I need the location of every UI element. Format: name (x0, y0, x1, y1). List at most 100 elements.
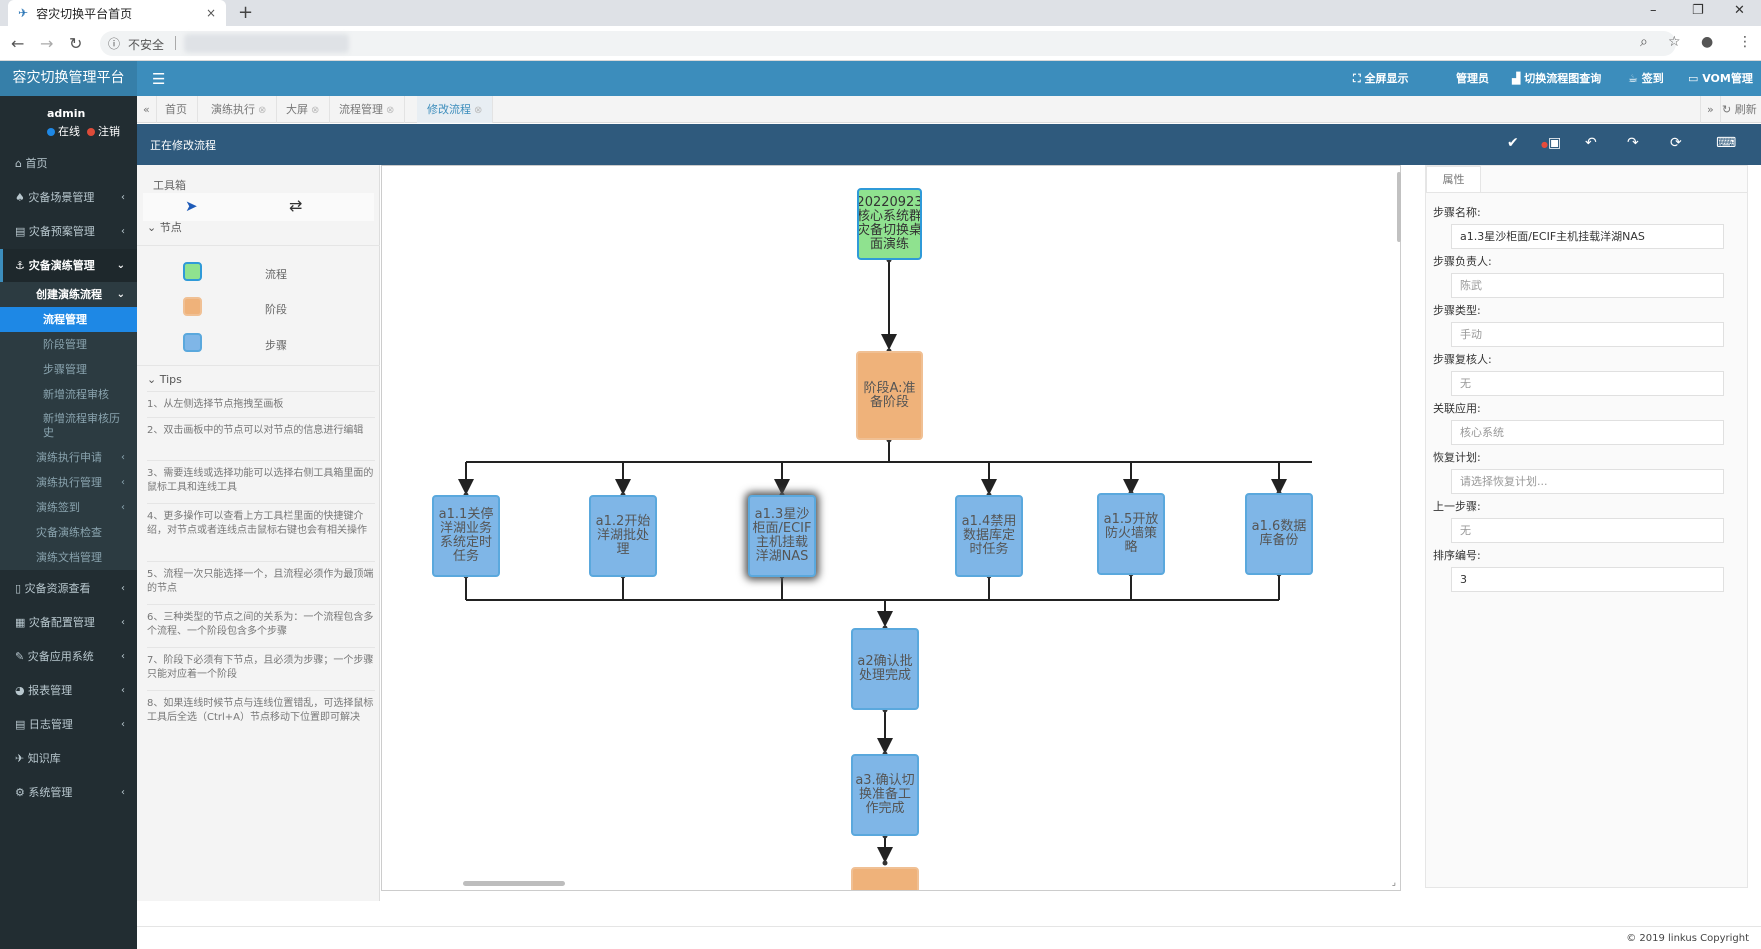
tips-section-header[interactable]: ⌄ Tips (147, 373, 182, 386)
refresh-canvas-icon[interactable]: ⟳ (1670, 135, 1682, 151)
step-name-input[interactable]: a1.3星沙柜面/ECIF主机挂载洋湖NAS (1451, 224, 1724, 249)
new-tab-button[interactable]: + (238, 2, 254, 23)
sidebar-sub-review-history[interactable]: 新增流程审核历史 (0, 407, 137, 445)
tabs-scroll-right-icon[interactable]: » (1700, 96, 1721, 123)
tab-properties[interactable]: 属性 (1426, 166, 1481, 192)
step-node-a1-5[interactable]: a1.5开放防火墙策略 (1097, 493, 1165, 575)
step-node-swatch[interactable] (183, 333, 202, 352)
step-reviewer-input[interactable]: 无 (1451, 371, 1724, 396)
step-node-a1-4[interactable]: a1.4禁用数据库定时任务 (955, 495, 1023, 577)
tabs-scroll-left-icon[interactable]: « (137, 96, 157, 123)
sidebar-sub-create-flow[interactable]: 创建演练流程⌄ (0, 282, 137, 307)
tab-drill-exec[interactable]: 演练执行⊗ (201, 96, 278, 123)
sidebar-sub-step-manage[interactable]: 步骤管理 (0, 357, 137, 382)
app-logo[interactable]: 容灾切换管理平台 (0, 61, 137, 96)
back-icon[interactable]: ← (11, 34, 25, 53)
step-node-a1-6[interactable]: a1.6数据库备份 (1245, 493, 1313, 575)
sidebar-item-report[interactable]: ◕ 报表管理‹ (15, 684, 125, 697)
zoom-icon[interactable]: ⌕ (1640, 34, 1648, 50)
step-node-a2[interactable]: a2确认批处理完成 (851, 628, 919, 710)
sidebar-sub-stage-manage[interactable]: 阶段管理 (0, 332, 137, 357)
canvas-horizontal-scrollbar[interactable] (463, 881, 565, 886)
linked-app-input[interactable]: 核心系统 (1451, 420, 1724, 445)
tab-flow-manage[interactable]: 流程管理⊗ (329, 96, 406, 123)
site-favicon-icon: ✈ (18, 6, 29, 20)
sidebar-sub-new-flow-review[interactable]: 新增流程审核 (0, 382, 137, 407)
user-panel: admin 在线 注销 (0, 96, 137, 144)
flowchart-query-menu[interactable]: ▟ 切换流程图查询 (1512, 72, 1602, 85)
close-tab-icon[interactable]: × (205, 6, 216, 20)
sidebar-item-plan[interactable]: ▤ 灾备预案管理‹ (15, 225, 125, 238)
flow-canvas[interactable]: 20220923核心系统群灾备切换桌面演练 阶段A:准备阶段 a1.1关停洋湖业… (381, 165, 1401, 891)
keyboard-shortcuts-icon[interactable]: ⌨ (1716, 135, 1737, 151)
sidebar-sub-exec-apply[interactable]: 演练执行申请‹ (0, 445, 137, 470)
tab-big-screen[interactable]: 大屏⊗ (276, 96, 331, 123)
step-node-a1-3[interactable]: a1.3星沙柜面/ECIF主机挂载洋湖NAS (748, 495, 816, 577)
sidebar-item-system[interactable]: ⚙ 系统管理‹ (15, 786, 125, 799)
browser-tab[interactable]: ✈ 容灾切换平台首页 × (8, 0, 226, 26)
redo-icon[interactable]: ↷ (1627, 135, 1639, 151)
stage-node-a[interactable]: 阶段A:准备阶段 (856, 351, 923, 440)
step-node-a1-1[interactable]: a1.1关停洋湖业务系统定时任务 (432, 495, 500, 577)
sort-number-input[interactable]: 3 (1451, 567, 1724, 592)
sidebar-sub-checkin[interactable]: 演练签到‹ (0, 495, 137, 520)
profile-avatar-icon[interactable]: ● (1701, 34, 1714, 50)
prev-step-input[interactable]: 无 (1451, 518, 1724, 543)
copyright-text: © 2019 linkus Copyright (1626, 933, 1749, 944)
sidebar-item-app-system[interactable]: ✎ 灾备应用系统‹ (15, 650, 125, 663)
stage-node-swatch[interactable] (183, 297, 202, 316)
sidebar-sub-doc-manage[interactable]: 演练文档管理 (0, 545, 137, 570)
tips-divider (137, 365, 380, 366)
step-node-a1-2[interactable]: a1.2开始洋湖批处理 (589, 495, 657, 577)
step-owner-input[interactable]: 陈武 (1451, 273, 1724, 298)
flow-node[interactable]: 20220923核心系统群灾备切换桌面演练 (857, 188, 922, 260)
save-image-icon[interactable]: ●▣ (1541, 135, 1562, 151)
url-bar[interactable]: ⓘ 不安全 (100, 31, 1676, 56)
linked-app-label: 关联应用: (1433, 402, 1481, 415)
minimize-icon[interactable]: – (1650, 3, 1657, 18)
sidebar-item-home[interactable]: ⌂ 首页 (15, 157, 48, 170)
sidebar-sub-flow-manage[interactable]: 流程管理 (0, 307, 137, 332)
tip-5: 5、流程一次只能选择一个，且流程必须作为最顶端的节点 (147, 561, 375, 596)
step-node-a3[interactable]: a3.确认切换准备工作完成 (851, 754, 919, 836)
checkin-menu[interactable]: ☕ 签到 (1628, 72, 1664, 85)
sidebar-item-resource[interactable]: ▯ 灾备资源查看‹ (15, 582, 125, 595)
vom-menu[interactable]: ▭ VOM管理 (1688, 72, 1753, 85)
sidebar-item-config[interactable]: ▦ 灾备配置管理‹ (15, 616, 125, 629)
forward-icon[interactable]: → (40, 34, 54, 53)
refresh-button[interactable]: ↻ 刷新 (1722, 103, 1757, 116)
undo-icon[interactable]: ↶ (1585, 135, 1597, 151)
restore-icon[interactable]: ❐ (1692, 3, 1704, 18)
tab-edit-flow[interactable]: 修改流程⊗ (417, 96, 494, 123)
canvas-resize-handle-icon[interactable]: ⌟ (1391, 878, 1396, 888)
tip-8: 8、如果连线时候节点与连线位置错乱，可选择鼠标工具后全选（Ctrl+A）节点移动… (147, 690, 375, 725)
tab-home[interactable]: 首页 (155, 96, 198, 123)
cursor-tool-icon[interactable]: ➤ (185, 197, 198, 215)
reload-icon[interactable]: ↻ (69, 34, 83, 53)
connect-tool-icon[interactable]: ⇄ (289, 196, 303, 215)
fullscreen-menu[interactable]: ⛶ 全屏显示 (1353, 72, 1409, 85)
flow-node-swatch[interactable] (183, 262, 202, 281)
admin-menu[interactable]: 管理员 (1456, 72, 1489, 85)
sidebar-sub-exec-manage[interactable]: 演练执行管理‹ (0, 470, 137, 495)
tip-6: 6、三种类型的节点之间的关系为：一个流程包含多个流程、一个阶段包含多个步骤 (147, 604, 375, 639)
sidebar-item-scene[interactable]: ♠ 灾备场景管理‹ (15, 191, 125, 204)
confirm-check-icon[interactable]: ✔ (1507, 135, 1519, 151)
sidebar-item-log[interactable]: ▤ 日志管理‹ (15, 718, 125, 731)
sidebar-toggle-icon[interactable]: ☰ (152, 70, 166, 88)
recovery-plan-select[interactable]: 请选择恢复计划... (1451, 469, 1724, 494)
recovery-plan-label: 恢复计划: (1433, 451, 1481, 464)
nodes-section-header[interactable]: ⌄ 节点 (147, 221, 182, 234)
step-type-select[interactable]: 手动 (1451, 322, 1724, 347)
sidebar-item-knowledge[interactable]: ✈ 知识库 (15, 752, 61, 765)
bookmark-star-icon[interactable]: ☆ (1668, 34, 1681, 50)
canvas-vertical-scrollbar[interactable] (1397, 172, 1401, 242)
browser-tab-title: 容灾切换平台首页 (36, 6, 133, 21)
close-window-icon[interactable]: ✕ (1734, 3, 1745, 18)
logout-link[interactable]: 注销 (98, 125, 120, 138)
stage-node-next[interactable] (851, 867, 919, 890)
toolbox-title: 工具箱 (153, 179, 186, 192)
sidebar-item-drill[interactable]: ⚓ 灾备演练管理⌄ (0, 249, 137, 282)
browser-menu-icon[interactable]: ⋮ (1738, 34, 1752, 50)
sidebar-sub-drill-check[interactable]: 灾备演练检查 (0, 520, 137, 545)
